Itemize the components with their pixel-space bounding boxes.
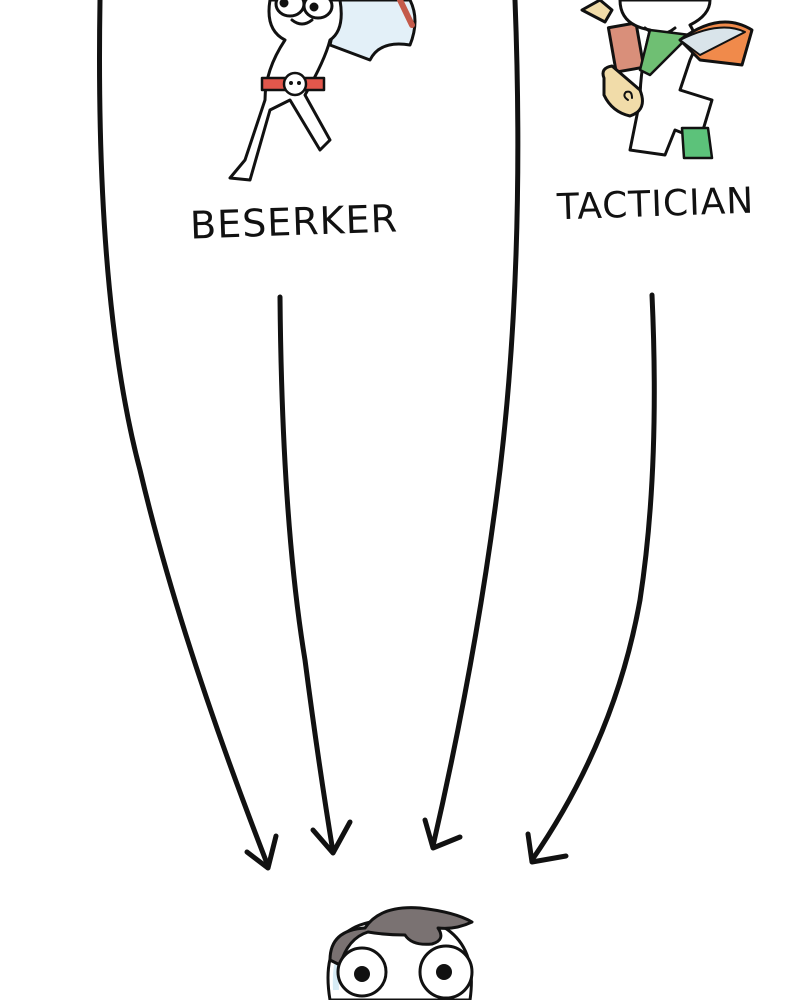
tactician-bedroll [601, 64, 644, 118]
skull-icon [282, 71, 308, 97]
tactician-sash [638, 28, 692, 77]
arrow-beserker-inner [277, 294, 336, 855]
arrow-beserker-outer [97, 0, 271, 869]
arrows [97, 0, 657, 871]
player-hair [328, 906, 474, 967]
tactician-boot [680, 126, 714, 160]
beserker-cape [328, 0, 417, 62]
beserker-weapon-handle [397, 0, 415, 28]
player-character [326, 906, 474, 1000]
beserker-character [228, 0, 417, 182]
tactician-arrows-quiver [580, 0, 614, 24]
arrowhead [310, 819, 353, 856]
arrow-tactician-inner [529, 292, 657, 863]
tactician-label: TACTICIAN [556, 180, 755, 229]
tactician-character [580, 0, 754, 160]
arrowhead [422, 817, 463, 851]
arrow-tactician-outer [430, 0, 521, 849]
arrowhead [525, 831, 569, 865]
arrowhead [244, 833, 279, 871]
beserker-label: BESERKER [189, 196, 399, 248]
